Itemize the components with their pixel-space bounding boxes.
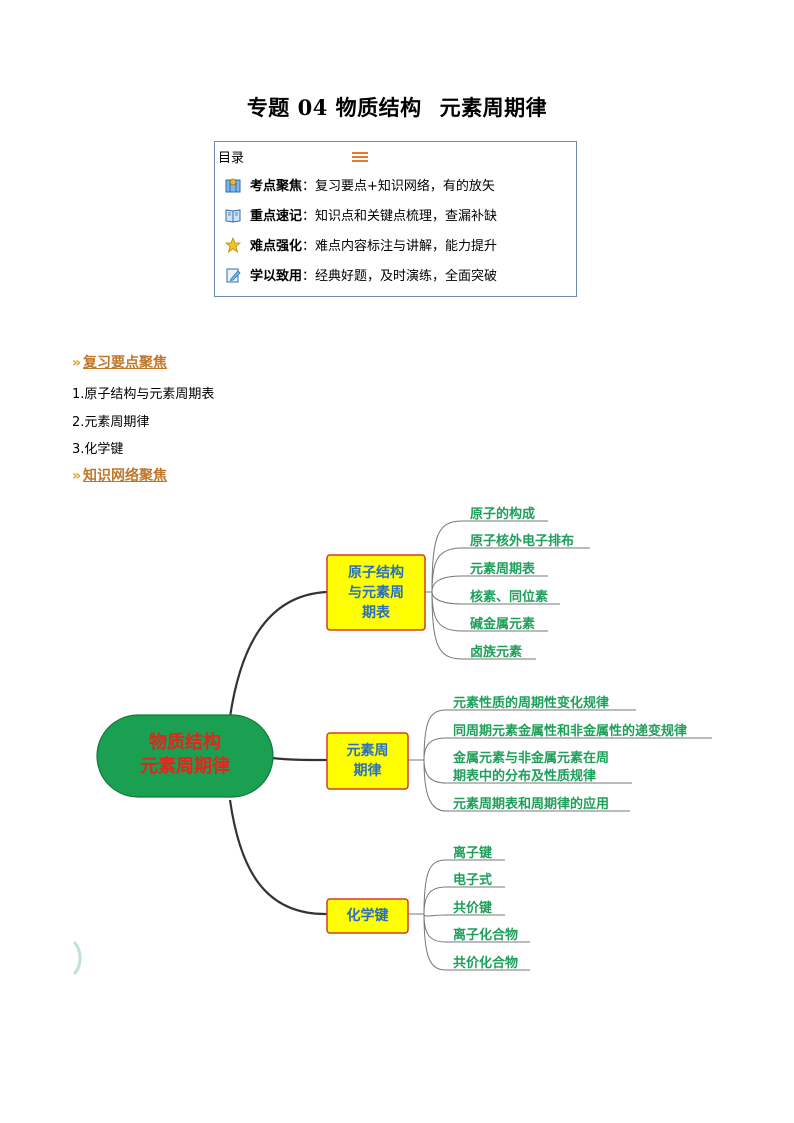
double-chevron-icon: »	[72, 355, 81, 371]
mindmap-branch-atomic-structure: 原子结构与元素周期表	[348, 565, 404, 621]
review-heading: »复习要点聚焦	[72, 355, 168, 371]
network-heading: »知识网络聚焦	[72, 468, 168, 484]
mindmap-leaf: 金属元素与非金属元素在周	[453, 751, 610, 766]
edit-icon	[225, 267, 241, 283]
mindmap-leaf: 元素周期表	[470, 562, 536, 577]
list-icon	[352, 152, 368, 163]
mindmap-leaf: 原子核外电子排布	[470, 534, 575, 549]
mindmap-root: 物质结构元素周期律	[140, 732, 230, 777]
review-item: 1.原子结构与元素周期表	[72, 387, 215, 402]
star-icon	[224, 236, 242, 253]
table-of-contents: 目录 考点聚焦：复习要点+知识网络，有的放矢 重点速记：知识点和关键点梳理，查漏…	[214, 141, 577, 297]
mindmap-leaf: 共价化合物	[453, 956, 519, 971]
double-chevron-icon: »	[72, 468, 81, 484]
toc-item-xueyi[interactable]: 学以致用：经典好题，及时演练，全面突破	[225, 267, 497, 287]
mindmap-leaf: 共价键	[453, 901, 493, 916]
mindmap-leaf: 碱金属元素	[470, 617, 536, 632]
mindmap-branch-box	[326, 898, 409, 934]
mindmap-leaf: 离子化合物	[453, 928, 519, 943]
toc-heading: 目录	[218, 151, 245, 166]
mindmap-leaf: 电子式	[453, 873, 493, 888]
map-pin-icon	[225, 177, 241, 193]
mindmap-leaf: 核素、同位素	[470, 590, 549, 605]
review-item: 2.元素周期律	[72, 415, 150, 430]
mindmap-leaf: 期表中的分布及性质规律	[453, 769, 597, 784]
toc-item-kaodian[interactable]: 考点聚焦：复习要点+知识网络，有的放矢	[225, 177, 495, 197]
mindmap-leaf: 离子键	[453, 846, 493, 861]
mindmap-branch-box	[326, 554, 426, 631]
mindmap-branch-box	[326, 732, 409, 790]
mindmap-leaf: 原子的构成	[470, 507, 536, 522]
mindmap-root-shape	[96, 714, 274, 798]
mindmap-branch-chemical-bond: 化学键	[346, 908, 389, 924]
toc-item-nandian[interactable]: 难点强化：难点内容标注与讲解，能力提升	[224, 236, 497, 257]
mindmap-leaf: 元素周期表和周期律的应用	[453, 797, 610, 812]
book-icon	[225, 207, 241, 223]
mindmap-branch-periodic-law: 元素周期律	[346, 743, 389, 779]
page-title: 专题 04 物质结构元素周期律	[246, 95, 548, 120]
review-item: 3.化学键	[72, 442, 124, 457]
mindmap-leaf: 元素性质的周期性变化规律	[453, 696, 610, 711]
toc-item-zhongdian[interactable]: 重点速记：知识点和关键点梳理，查漏补缺	[225, 207, 497, 227]
mindmap-leaf: 同周期元素金属性和非金属性的递变规律	[453, 724, 688, 739]
mindmap-leaf: 卤族元素	[470, 645, 523, 660]
